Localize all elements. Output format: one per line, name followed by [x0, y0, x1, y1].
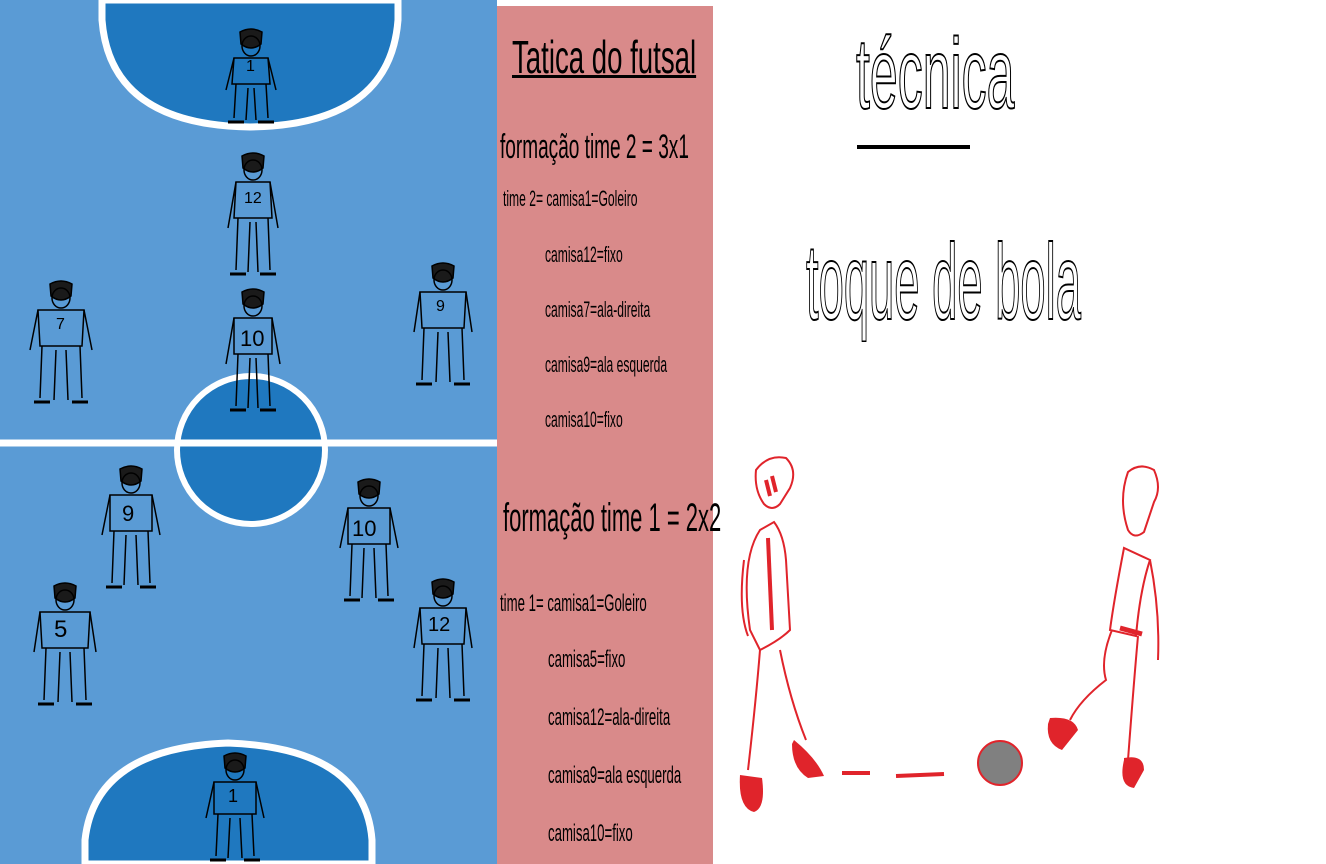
player-number: 10 [240, 326, 265, 351]
panel-title: Tatica do futsal [512, 31, 697, 83]
player-number: 12 [428, 614, 451, 636]
team1-line-1: time 1= camisa1=Goleiro [500, 590, 647, 617]
player-number: 7 [56, 316, 65, 333]
team2-line-5: camisa10=fixo [545, 407, 623, 432]
team1-heading: formação time 1 = 2x2 [503, 496, 722, 540]
team2-line-2: camisa12=fixo [545, 242, 623, 267]
pass-dash-2 [895, 772, 945, 778]
team1-line-3: camisa12=ala-direita [548, 704, 671, 731]
player-number: 10 [352, 516, 377, 541]
ball [977, 740, 1023, 786]
right-player-head [1122, 465, 1159, 537]
player-number: 9 [436, 298, 445, 315]
team1-line-4: camisa9=ala esquerda [548, 762, 682, 789]
player-number: 5 [54, 616, 68, 643]
ball-touch-subheading: toque de bola [806, 221, 1082, 342]
player-number: 1 [246, 58, 255, 75]
team2-line-1: time 2= camisa1=Goleiro [503, 186, 638, 211]
team2-line-3: camisa7=ala-direita [545, 297, 651, 322]
team2-heading: formação time 2 = 3x1 [500, 128, 689, 166]
right-player-standing-shoe [1122, 757, 1144, 788]
player-number: 12 [244, 190, 262, 207]
center-circle [174, 373, 328, 527]
left-player-head [754, 456, 795, 509]
futsal-court: 1 12 7 10 9 [0, 0, 497, 864]
player-number: 9 [122, 501, 135, 526]
team1-line-2: camisa5=fixo [548, 646, 626, 673]
passing-illustration [739, 456, 1160, 812]
team2-line-4: camisa9=ala esquerda [545, 352, 668, 377]
technique-heading: técnica [856, 18, 1015, 130]
tactics-panel [497, 6, 713, 864]
right-player-kicking-shoe [1047, 717, 1078, 750]
bottom-goal-area [81, 739, 376, 864]
left-player-back-shoe [739, 775, 763, 812]
player-number: 1 [228, 786, 239, 806]
team1-line-5: camisa10=fixo [548, 820, 633, 847]
top-goal-area [98, 0, 402, 131]
heading-underline [857, 145, 970, 149]
court-markings [0, 0, 497, 864]
left-player-front-shoe [792, 740, 824, 778]
